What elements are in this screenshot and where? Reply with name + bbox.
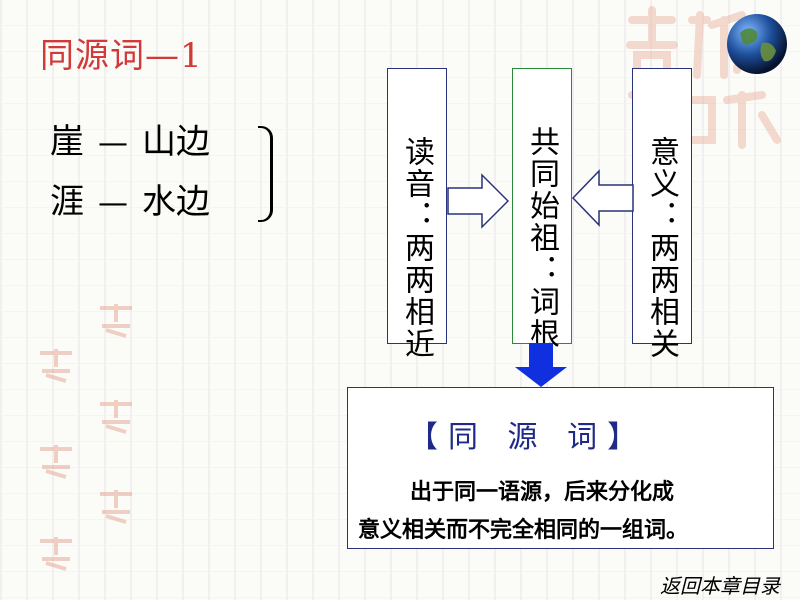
left-arrow-icon — [571, 169, 634, 227]
example-row-cliff: 崖 — 山边 — [50, 114, 210, 163]
example-dash: — — [98, 126, 128, 161]
common-root-text: 共同始祖：词根 — [524, 126, 559, 350]
pronunciation-box — [387, 68, 447, 344]
right-arrow-icon — [447, 173, 510, 229]
definition-line-1: 出于同一语源，后来分化成 — [410, 479, 675, 505]
common-root-box — [512, 68, 572, 344]
globe-icon — [727, 14, 787, 74]
example-row-shore: 涯 — 水边 — [50, 174, 210, 223]
down-arrow-icon — [515, 343, 567, 387]
example-gloss: 水边 — [142, 182, 210, 222]
pronunciation-text: 读音：两两相近 — [399, 136, 434, 360]
example-dash: — — [98, 186, 128, 221]
seal-stamp-icon — [40, 445, 72, 479]
seal-stamp-icon — [100, 490, 132, 524]
seal-stamp-icon — [40, 349, 72, 383]
seal-stamp-icon — [100, 304, 132, 338]
example-char: 涯 — [50, 182, 84, 222]
definition-box: 【同 源 词】 出于同一语源，后来分化成 意义相关而不完全相同的一组词。 — [347, 387, 774, 549]
back-to-contents-link[interactable]: 返回本章目录 — [660, 574, 780, 598]
definition-line-2: 意义相关而不完全相同的一组词。 — [358, 517, 689, 543]
example-gloss: 山边 — [142, 122, 210, 162]
definition-heading: 【同 源 词】 — [408, 420, 648, 455]
decorative-calligraphy-watermark — [626, 6, 781, 149]
seal-stamp-icon — [100, 400, 132, 434]
right-brace — [258, 126, 273, 222]
example-char: 崖 — [50, 122, 84, 162]
meaning-text: 意义：两两相关 — [644, 136, 679, 360]
slide-title: 同源词—1 — [40, 36, 203, 76]
seal-stamp-icon — [40, 537, 72, 571]
